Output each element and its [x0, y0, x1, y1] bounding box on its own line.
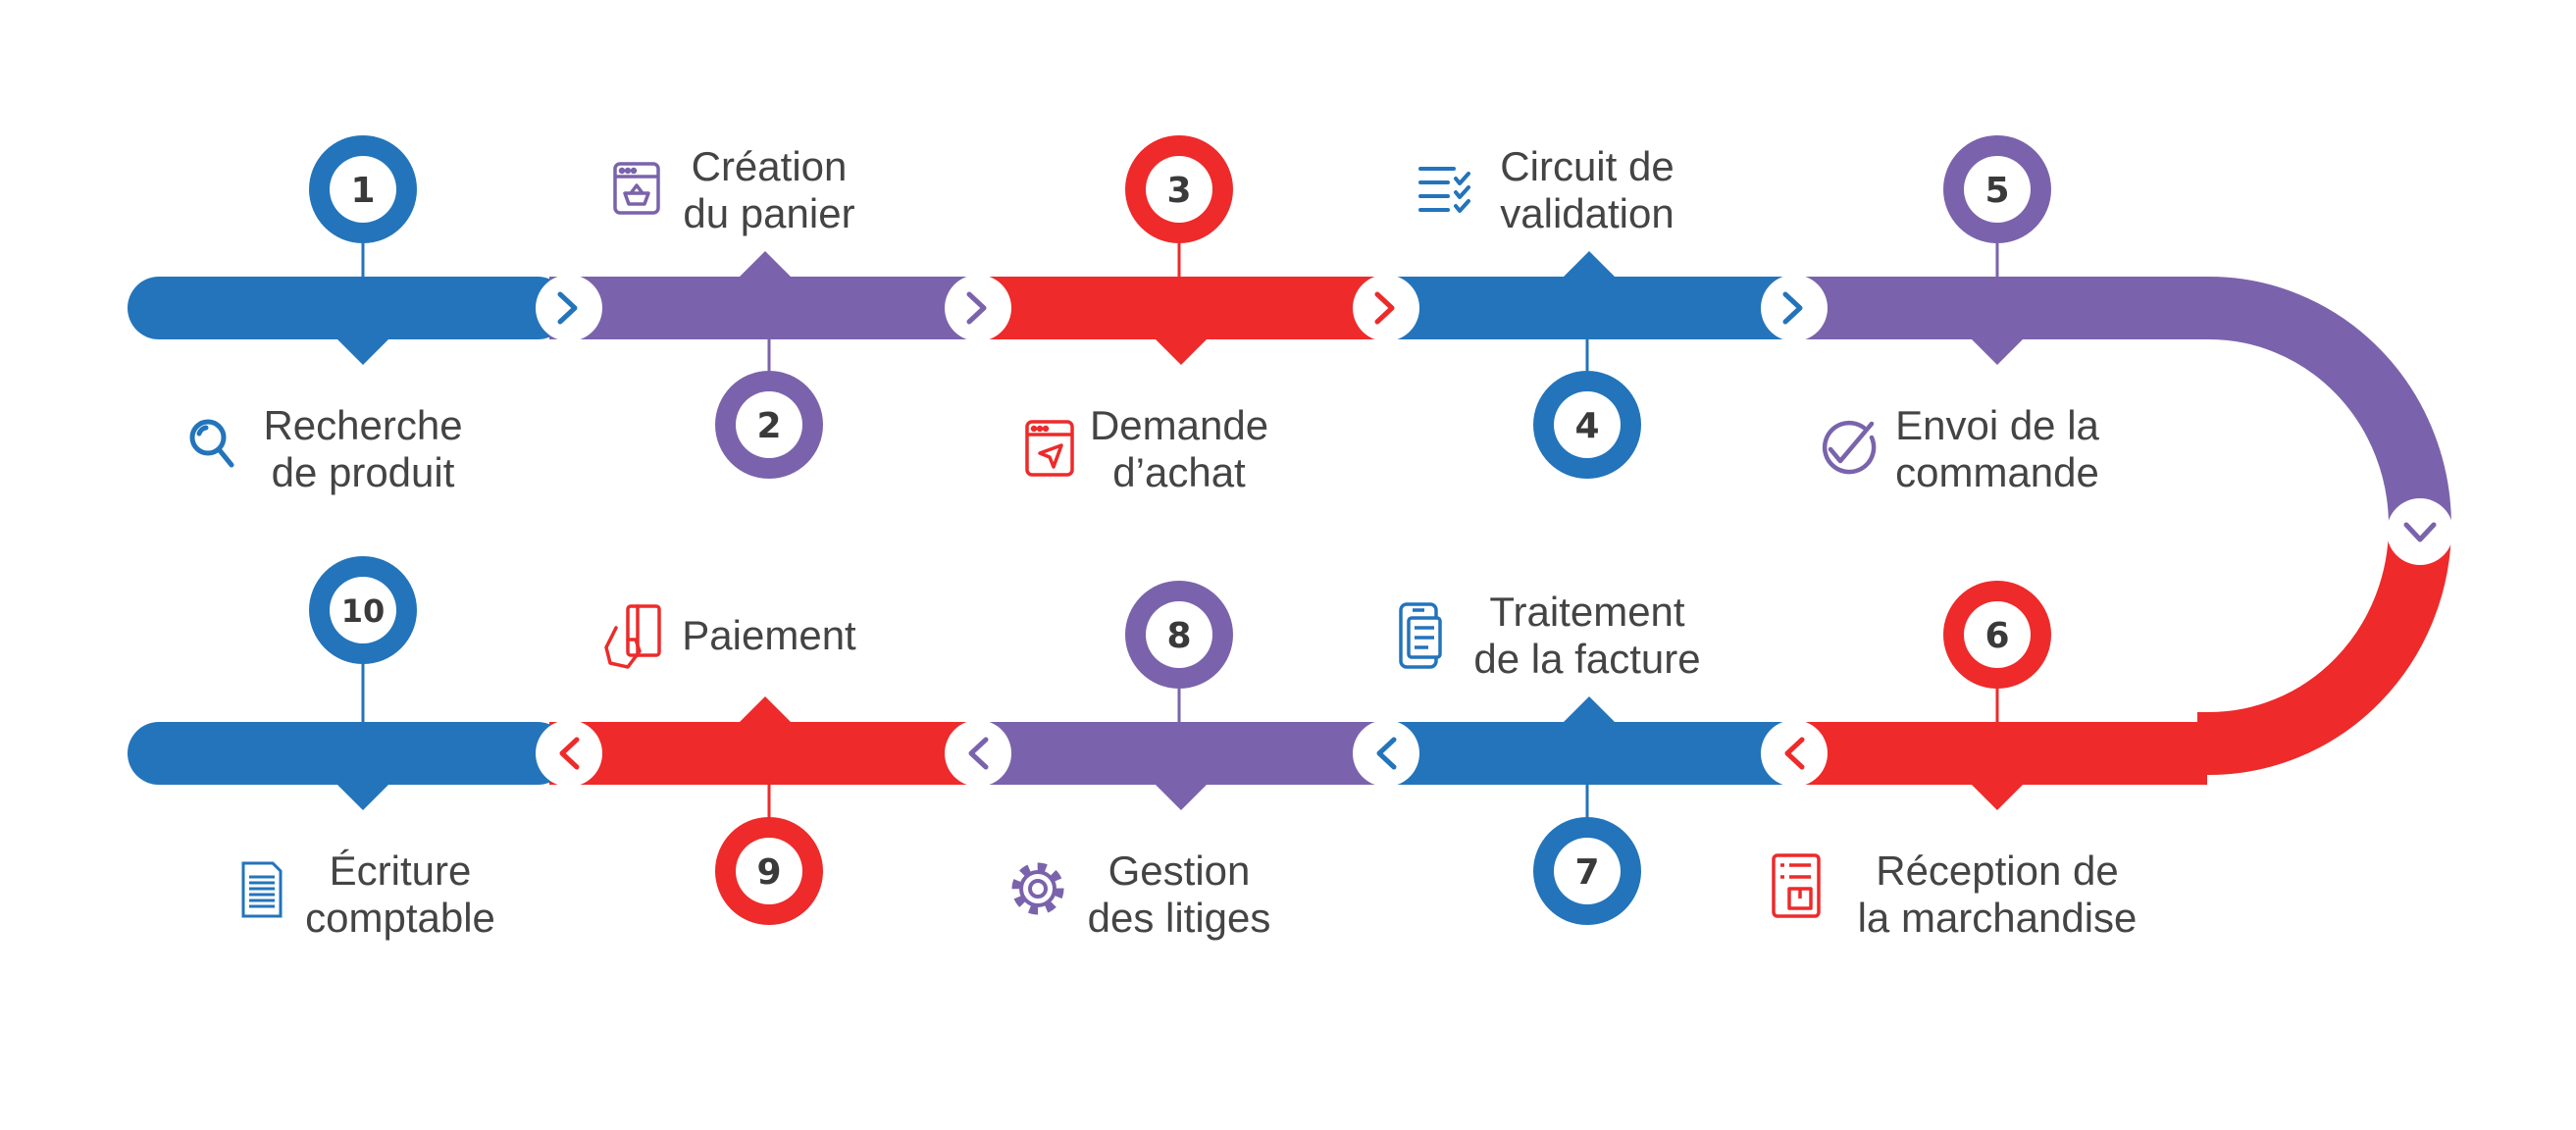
notch-step-4: [1562, 251, 1617, 279]
step-number: 5: [1984, 171, 2009, 211]
chevron-right-icon: [536, 275, 602, 341]
step-title-line2: des litiges: [1088, 895, 1271, 941]
purchase-request-icon: [1025, 420, 1074, 477]
step-badge-1: 1: [309, 135, 417, 243]
document-icon: [241, 861, 283, 918]
step-title-line2: commande: [1895, 449, 2099, 495]
step-badge-7: 7: [1533, 817, 1641, 925]
step-label-10: Écriture comptable: [305, 848, 495, 941]
track-segment-6: [1795, 722, 2207, 785]
notch-step-3: [1154, 337, 1209, 365]
gear-icon: [1011, 862, 1064, 915]
step-badge-9: 9: [715, 817, 823, 925]
step-label-7: Traitement de la facture: [1473, 589, 1700, 682]
step-title-line1: Traitement: [1489, 589, 1685, 635]
step-title-line1: Circuit de: [1500, 143, 1674, 189]
notch-step-1: [335, 337, 390, 365]
track-top: [128, 277, 2202, 339]
track-segment-10: [128, 722, 569, 785]
track-segment-1: [128, 277, 569, 339]
step-label-4: Circuit de validation: [1500, 143, 1674, 236]
step-badge-5: 5: [1943, 135, 2051, 243]
notch-step-2: [738, 251, 793, 279]
chevron-left-icon: [1761, 720, 1828, 787]
step-title-line2: validation: [1500, 190, 1674, 236]
step-badge-8: 8: [1125, 581, 1233, 689]
uturn-upper: [2197, 277, 2451, 527]
step-title-line1: Envoi de la: [1895, 402, 2099, 448]
step-title-line2: de produit: [272, 449, 455, 495]
notch-step-7: [1562, 696, 1617, 724]
step-badge-6: 6: [1943, 581, 2051, 689]
step-title-line2: comptable: [305, 895, 495, 941]
step-title-line1: Réception de: [1876, 848, 2119, 894]
uturn-lower: [2197, 525, 2451, 775]
track-segment-3: [976, 277, 1388, 339]
chevron-left-icon: [536, 720, 602, 787]
chevron-connectors: [536, 275, 2453, 787]
step-number: 8: [1166, 616, 1191, 656]
chevron-down-icon: [2387, 498, 2453, 565]
step-number: 6: [1984, 616, 2009, 656]
step-title-line1: Création: [692, 143, 848, 189]
step-badge-3: 3: [1125, 135, 1233, 243]
chevron-left-icon: [945, 720, 1011, 787]
connector-stems: [361, 243, 1999, 818]
step-title-line1: Paiement: [682, 612, 856, 658]
shopping-basket-icon: [613, 162, 660, 215]
search-icon: [189, 419, 234, 468]
step-title-line2: du panier: [683, 190, 854, 236]
notch-step-9: [738, 696, 793, 724]
notch-step-8: [1154, 783, 1209, 810]
track-uturn: [2197, 277, 2451, 775]
notch-step-10: [335, 783, 390, 810]
notch-step-5: [1970, 337, 2025, 365]
mobile-invoice-icon: [1399, 602, 1442, 669]
step-label-9: Paiement: [682, 612, 856, 658]
step-number: 9: [756, 852, 781, 893]
chevron-left-icon: [1353, 720, 1419, 787]
step-title-line1: Demande: [1090, 402, 1268, 448]
step-title-line1: Gestion: [1108, 848, 1251, 894]
track-segment-2: [549, 277, 981, 339]
step-title-line2: de la facture: [1473, 636, 1700, 682]
track-bottom: [128, 722, 2207, 785]
step-number: 1: [350, 171, 375, 211]
step-title-line2: la marchandise: [1858, 895, 2138, 941]
chevron-right-icon: [945, 275, 1011, 341]
step-title-line1: Recherche: [263, 402, 462, 448]
step-title-line2: d’achat: [1112, 449, 1246, 495]
track-segment-9: [549, 722, 981, 785]
step-label-3: Demande d’achat: [1090, 402, 1268, 495]
track-segment-8: [976, 722, 1388, 785]
pointer-notches: [335, 251, 2025, 810]
step-label-2: Création du panier: [683, 143, 854, 236]
chevron-right-icon: [1353, 275, 1419, 341]
step-badge-4: 4: [1533, 371, 1641, 479]
chevron-right-icon: [1761, 275, 1828, 341]
step-badge-2: 2: [715, 371, 823, 479]
track-segment-5: [1790, 277, 2202, 339]
track-segment-7: [1383, 722, 1800, 785]
step-label-5: Envoi de la commande: [1895, 402, 2099, 495]
step-badge-10: 10: [309, 556, 417, 664]
step-number: 10: [341, 592, 386, 630]
card-payment-icon: [604, 604, 661, 669]
step-number: 2: [756, 406, 781, 446]
step-number: 7: [1574, 852, 1599, 893]
step-number: 3: [1166, 171, 1191, 211]
receipt-box-icon: [1772, 853, 1821, 918]
notch-step-6: [1970, 783, 2025, 810]
step-label-1: Recherche de produit: [263, 402, 462, 495]
track-segment-4: [1383, 277, 1795, 339]
check-circle-icon: [1822, 420, 1877, 475]
step-number: 4: [1574, 406, 1599, 446]
step-label-6: Réception de la marchandise: [1858, 848, 2138, 941]
step-title-line1: Écriture: [330, 848, 472, 894]
checklist-icon: [1418, 167, 1470, 213]
step-label-8: Gestion des litiges: [1088, 848, 1271, 941]
